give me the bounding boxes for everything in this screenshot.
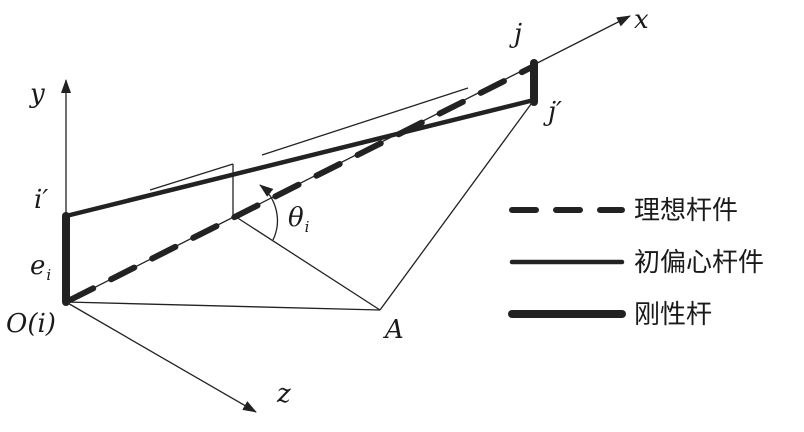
origin-label: O(i) (6, 309, 56, 339)
x-axis-label: x (634, 5, 649, 35)
line-a-to-theta-vertex (232, 214, 381, 311)
line-a-to-j-prime (379, 99, 535, 311)
j-label: j (509, 19, 522, 49)
ideal-member (67, 63, 537, 303)
j-prime-label: j′ (543, 97, 562, 127)
legend: 理想杆件 初偏心杆件 刚性杆 (508, 196, 764, 330)
legend-item-rigid: 刚性杆 (508, 300, 712, 330)
line-o-to-a (65, 301, 381, 311)
eccentric-member (63, 97, 537, 219)
z-axis-label: z (276, 379, 291, 409)
legend-item-eccentric: 初偏心杆件 (509, 248, 764, 278)
legend-item-ideal: 理想杆件 (509, 196, 738, 226)
eccentricity-label: ei (30, 251, 51, 284)
y-axis-label: y (29, 79, 45, 109)
theta-label: θi (288, 203, 310, 236)
offset-segment-right (261, 87, 469, 156)
legend-label-rigid: 刚性杆 (634, 300, 712, 330)
i-prime-label: i′ (34, 185, 48, 215)
theta-arc (259, 184, 279, 241)
legend-label-ideal: 理想杆件 (634, 196, 738, 226)
z-axis (65, 301, 257, 413)
point-a-label: A (383, 315, 404, 345)
offset-segment-left (149, 163, 234, 191)
legend-label-eccentric: 初偏心杆件 (634, 248, 764, 278)
